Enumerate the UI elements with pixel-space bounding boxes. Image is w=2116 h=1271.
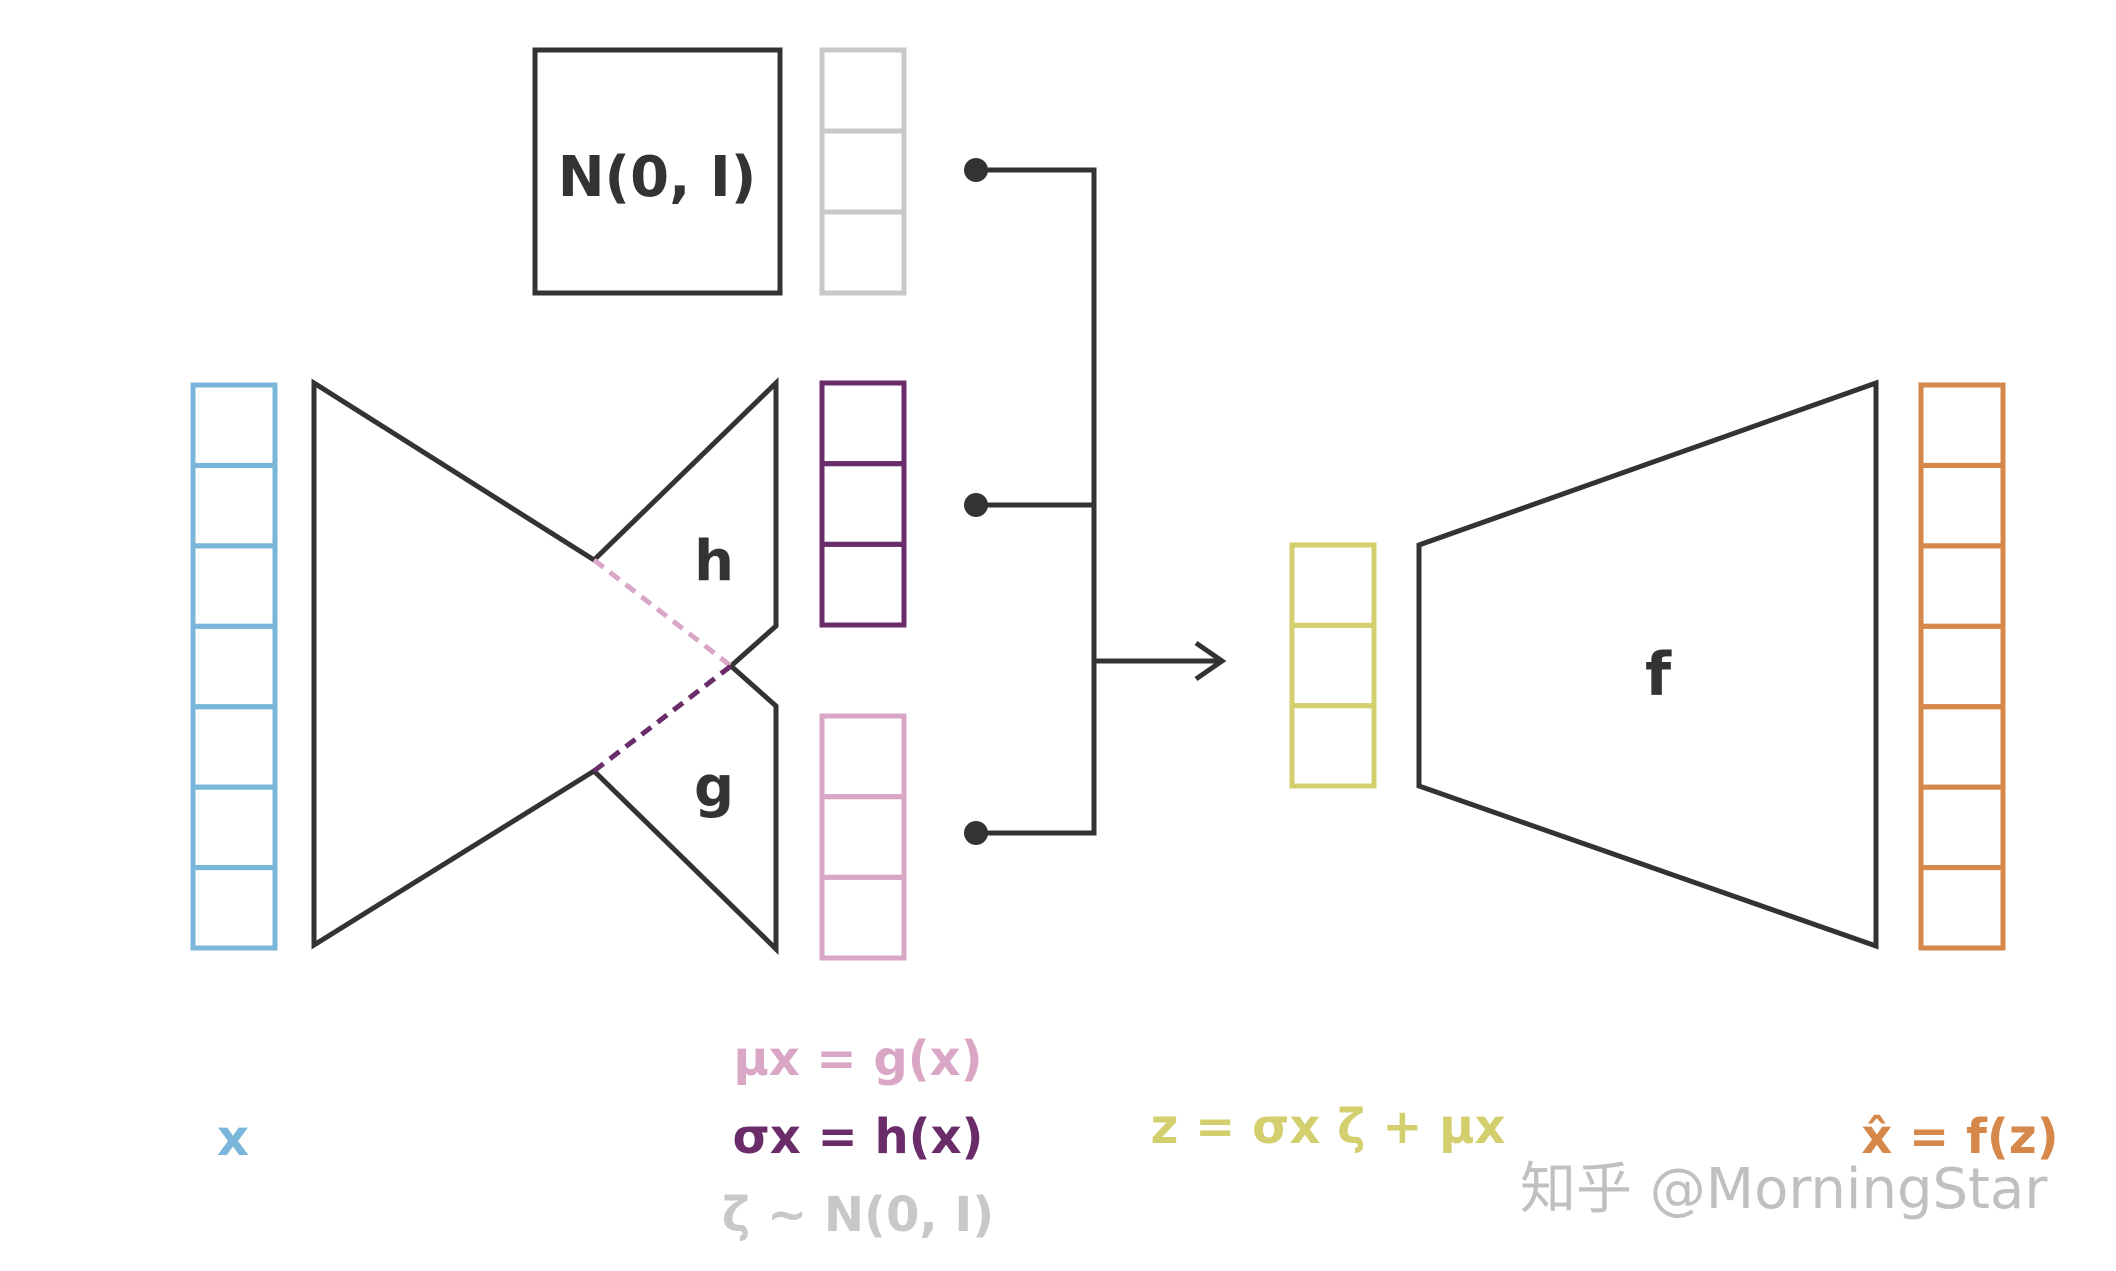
connector-lines xyxy=(976,167,1222,836)
zeta-equation: ζ ~ N(0, I) xyxy=(722,1187,994,1243)
sigma-vector-cell xyxy=(819,461,907,547)
latent-vector-z xyxy=(1289,542,1377,789)
output-vector-cell xyxy=(1918,784,2006,871)
z-vector-cell xyxy=(1289,703,1377,789)
input-x-label: x xyxy=(217,1109,249,1167)
dot-connector-mu-icon xyxy=(964,821,988,845)
noise-vector xyxy=(819,47,907,296)
output-vector-cell xyxy=(1918,382,2006,468)
watermark: 知乎 @MorningStar xyxy=(1520,1157,2048,1222)
output-vector-cell xyxy=(1918,623,2006,710)
noise-vector-cell xyxy=(819,128,907,215)
mu-vector-cell xyxy=(819,794,907,880)
output-vector-cell xyxy=(1918,865,2006,951)
encoder-h-dashed-branch xyxy=(592,558,733,668)
input-vector-cell xyxy=(190,784,278,871)
input-vector-cell xyxy=(190,543,278,629)
input-vector-cell xyxy=(190,462,278,549)
input-vector-cell xyxy=(190,382,278,468)
z-vector-cell xyxy=(1289,622,1377,709)
sigma-vector-cell xyxy=(819,380,907,467)
dot-connector-noise-icon xyxy=(964,158,988,182)
encoder-g-label: g xyxy=(694,755,734,820)
decoder-f-label: f xyxy=(1645,640,1672,710)
decoder-shape xyxy=(1416,379,1879,950)
noise-vector-cell xyxy=(819,209,907,296)
mu-vector xyxy=(819,713,907,961)
xhat-equation: x̂ = f(z) xyxy=(1861,1109,2058,1165)
output-vector-xhat xyxy=(1918,382,2006,951)
input-vector-cell xyxy=(190,865,278,951)
sigma-vector-cell xyxy=(819,541,907,628)
output-vector-cell xyxy=(1918,704,2006,790)
sigma-vector xyxy=(819,380,907,628)
mu-equation: μx = g(x) xyxy=(733,1031,982,1087)
dot-connector-sigma-icon xyxy=(964,493,988,517)
input-vector-cell xyxy=(190,623,278,710)
mu-vector-cell xyxy=(819,874,907,961)
noise-distribution-label: N(0, I) xyxy=(558,145,757,210)
encoder-shape xyxy=(311,377,779,955)
input-vector-cell xyxy=(190,704,278,790)
encoder-g-dashed-branch xyxy=(592,664,733,773)
z-vector-cell xyxy=(1289,542,1377,628)
noise-vector-cell xyxy=(819,47,907,134)
output-vector-cell xyxy=(1918,543,2006,629)
sigma-equation: σx = h(x) xyxy=(733,1109,984,1165)
noise-distribution-box xyxy=(532,47,783,296)
z-equation: z = σx ζ + μx xyxy=(1151,1099,1506,1155)
arrow-right-icon xyxy=(1194,640,1227,682)
input-vector-x xyxy=(190,382,278,951)
encoder-h-label: h xyxy=(694,529,734,594)
output-vector-cell xyxy=(1918,462,2006,549)
mu-vector-cell xyxy=(819,713,907,800)
